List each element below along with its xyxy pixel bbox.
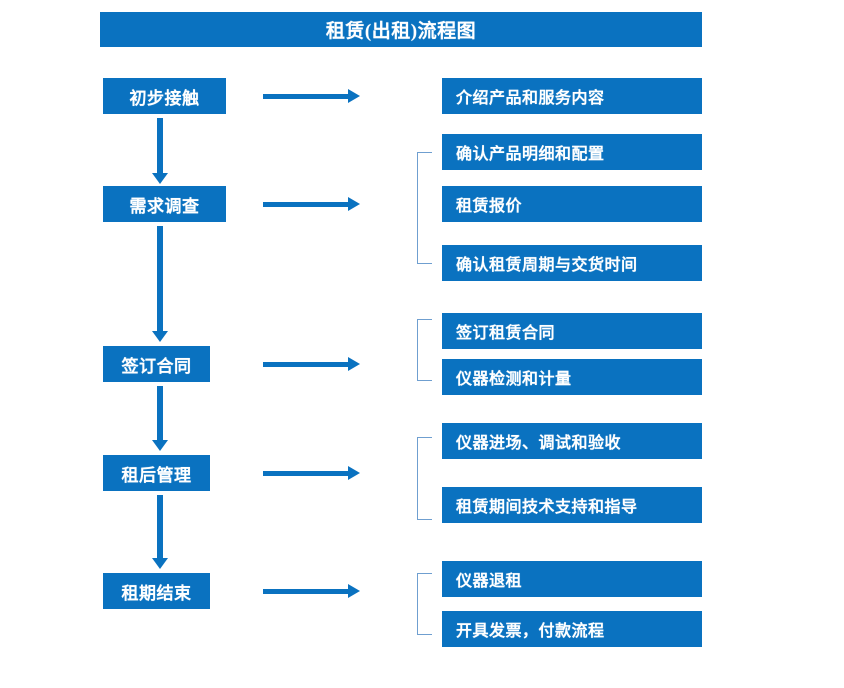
bracket-icon-survey-group [417, 152, 432, 264]
detail-box-instrument-return[interactable]: 仪器退租 [442, 561, 702, 597]
detail-box-confirm-period-delivery[interactable]: 确认租赁周期与交货时间 [442, 245, 702, 281]
arrow-right-icon-survey [263, 197, 360, 211]
detail-box-rental-quotation[interactable]: 租赁报价 [442, 186, 702, 222]
bracket-icon-rental-end-group [417, 573, 432, 635]
arrow-down-icon-management-to-end [152, 495, 168, 569]
detail-box-invoice-payment-process[interactable]: 开具发票，付款流程 [442, 611, 702, 647]
stage-box-post-rental-management[interactable]: 租后管理 [103, 455, 210, 491]
arrow-down-icon-survey-to-contract [152, 226, 168, 342]
bracket-icon-contract-group [417, 319, 432, 381]
arrow-down-icon-contract-to-management [152, 386, 168, 451]
arrow-right-icon-management [263, 466, 360, 480]
detail-box-confirm-product-details-config[interactable]: 确认产品明细和配置 [442, 134, 702, 170]
detail-box-instrument-inspection-metering[interactable]: 仪器检测和计量 [442, 359, 702, 395]
stage-box-needs-survey[interactable]: 需求调查 [103, 186, 226, 222]
arrow-right-icon-contact [263, 89, 360, 103]
arrow-right-icon-contract [263, 357, 360, 371]
arrow-right-icon-rental-end [263, 584, 360, 598]
detail-box-instrument-entry-commission-acceptance[interactable]: 仪器进场、调试和验收 [442, 423, 702, 459]
stage-box-initial-contact[interactable]: 初步接触 [103, 78, 226, 114]
stage-box-rental-end[interactable]: 租期结束 [103, 573, 210, 609]
detail-box-sign-rental-contract[interactable]: 签订租赁合同 [442, 313, 702, 349]
arrow-down-icon-contact-to-survey [152, 118, 168, 184]
detail-box-introduce-products-services[interactable]: 介绍产品和服务内容 [442, 78, 702, 114]
bracket-icon-management-group [417, 437, 432, 520]
chart-title-bar: 租赁(出租)流程图 [100, 12, 702, 47]
detail-box-technical-support-guidance[interactable]: 租赁期间技术支持和指导 [442, 487, 702, 523]
stage-box-sign-contract[interactable]: 签订合同 [103, 346, 210, 382]
